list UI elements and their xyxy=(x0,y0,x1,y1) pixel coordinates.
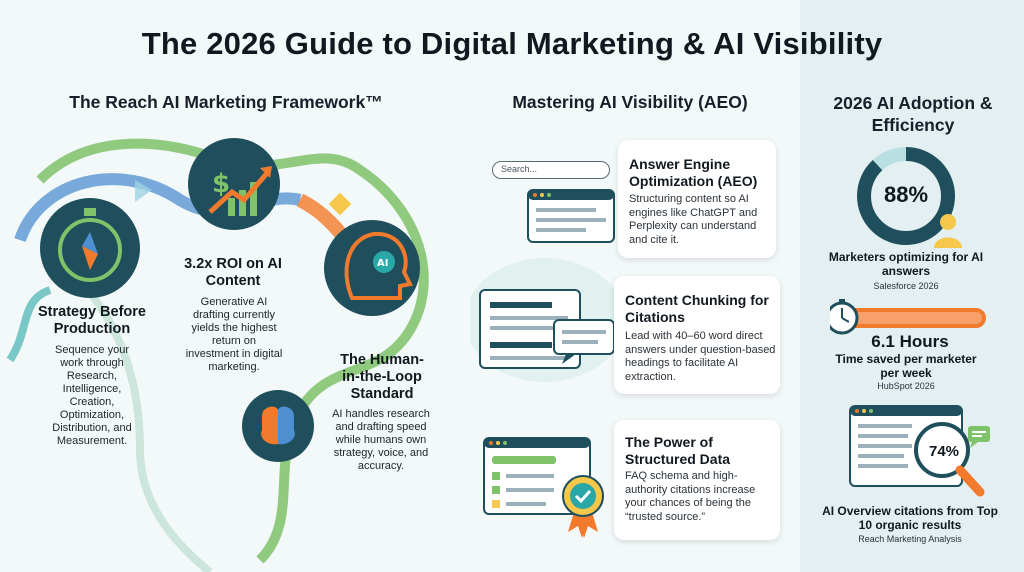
aeo-card-1-heading: Answer Engine Optimization (AEO) xyxy=(629,156,758,189)
aeo-card-2-heading: Content Chunking for Citations xyxy=(625,292,769,325)
stat-88-label: Marketers optimizing for AI answers xyxy=(828,250,984,278)
brain-icon xyxy=(242,390,314,462)
aeo-card-3 xyxy=(614,420,780,540)
framework-step-2-heading: 3.2x ROI on AI Content xyxy=(184,256,282,289)
aeo-card-1 xyxy=(618,140,776,258)
browser-window-icon xyxy=(527,189,615,243)
stopwatch-icon xyxy=(830,299,859,335)
certified-badge-icon xyxy=(562,475,604,538)
framework-step-1-heading: Strategy Before Production xyxy=(38,304,146,337)
search-input: Search... xyxy=(492,161,610,179)
stat-88-source: Salesforce 2026 xyxy=(873,281,939,291)
framework-step-3-body: AI handles research and drafting speed w… xyxy=(332,408,430,472)
chat-bubble-icon xyxy=(968,426,990,448)
page-title: The 2026 Guide to Digital Marketing & AI… xyxy=(141,26,883,61)
framework-step-3-heading: The Human-in-the-Loop Standard xyxy=(340,352,424,402)
aeo-card-2-body: Lead with 40–60 word direct answers unde… xyxy=(625,330,776,383)
framework-title: The Reach AI Marketing Framework™ xyxy=(69,92,383,112)
dollar-growth-icon: $ xyxy=(188,138,280,230)
donut-progress-arc xyxy=(857,147,955,245)
framework-step-1-body: Sequence your work through Research, Int… xyxy=(52,344,132,447)
stat-74-value: 74% xyxy=(928,443,960,460)
aeo-title: Mastering AI Visibility (AEO) xyxy=(512,92,748,112)
adoption-title: 2026 AI Adoption & Efficiency xyxy=(833,93,993,135)
aeo-card-2 xyxy=(614,276,780,394)
aeo-card-3-body: FAQ schema and high-authority citations … xyxy=(625,470,756,523)
aeo-card-1-body: Structuring content so AI engines like C… xyxy=(629,193,758,246)
stat-hours-source: HubSpot 2026 xyxy=(877,381,935,391)
donut-chart-88 xyxy=(857,147,955,245)
svg-text:$: $ xyxy=(212,169,230,199)
ai-head-icon: AI xyxy=(324,220,420,316)
stat-74-source: Reach Marketing Analysis xyxy=(858,534,962,544)
chat-bubble-icon xyxy=(553,319,615,364)
aeo-card-3-heading: The Power of Structured Data xyxy=(625,434,731,467)
framework-step-2-body: Generative AI drafting currently yields … xyxy=(185,296,283,373)
time-bar xyxy=(830,308,986,328)
stat-74-label: AI Overview citations from Top 10 organi… xyxy=(822,504,998,532)
stat-88-value: 88% xyxy=(883,182,929,207)
aeo-illustrations xyxy=(470,189,620,538)
framework-swirl-illustration: $ AI xyxy=(6,138,429,572)
svg-text:AI: AI xyxy=(377,258,388,269)
triangle-decoration xyxy=(135,180,152,202)
stat-hours-value: 6.1 Hours xyxy=(871,332,949,351)
adoption-illustrations xyxy=(830,147,990,497)
stat-hours-label: Time saved per marketer per week xyxy=(835,352,977,380)
diamond-decoration xyxy=(328,192,352,216)
compass-stopwatch-icon xyxy=(40,198,140,298)
person-icon xyxy=(934,214,962,248)
magnifier-icon xyxy=(914,422,985,497)
